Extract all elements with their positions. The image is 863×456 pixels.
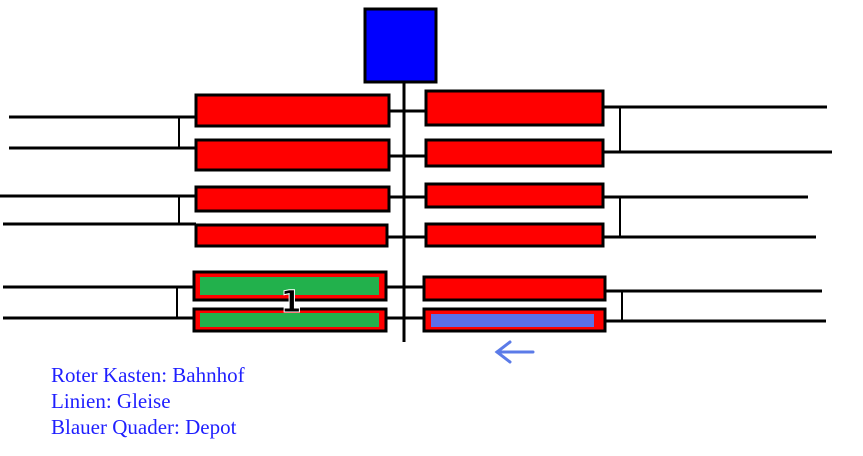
legend: Roter Kasten: Bahnhof Linien: Gleise Bla… xyxy=(51,362,245,440)
station-right-1[interactable] xyxy=(424,89,605,127)
station-right-4[interactable] xyxy=(424,222,605,248)
occupied-marker-left-5 xyxy=(200,277,379,295)
legend-item-depot: Blauer Quader: Depot xyxy=(51,415,237,439)
station-right-2[interactable] xyxy=(424,138,605,168)
left-arrow-icon xyxy=(494,340,535,364)
left-connectors xyxy=(176,117,180,318)
platform-number: 1 xyxy=(281,285,302,320)
station-left-2[interactable] xyxy=(194,138,391,172)
station-left-4[interactable] xyxy=(194,223,389,248)
station-left-1[interactable] xyxy=(194,93,391,128)
station-right-5[interactable] xyxy=(422,275,607,302)
station-left-3[interactable] xyxy=(194,185,391,213)
occupied-marker-left-6 xyxy=(200,313,379,327)
left-tracks xyxy=(0,115,196,320)
legend-item-station: Roter Kasten: Bahnhof xyxy=(51,363,245,387)
right-stations xyxy=(422,89,607,333)
station-right-3[interactable] xyxy=(424,182,605,209)
legend-item-tracks: Linien: Gleise xyxy=(51,389,171,413)
depot-block[interactable] xyxy=(363,7,438,84)
center-connectors xyxy=(386,109,426,320)
occupied-marker-right-6 xyxy=(431,314,594,327)
right-tracks xyxy=(603,105,832,323)
right-connectors xyxy=(619,107,623,321)
